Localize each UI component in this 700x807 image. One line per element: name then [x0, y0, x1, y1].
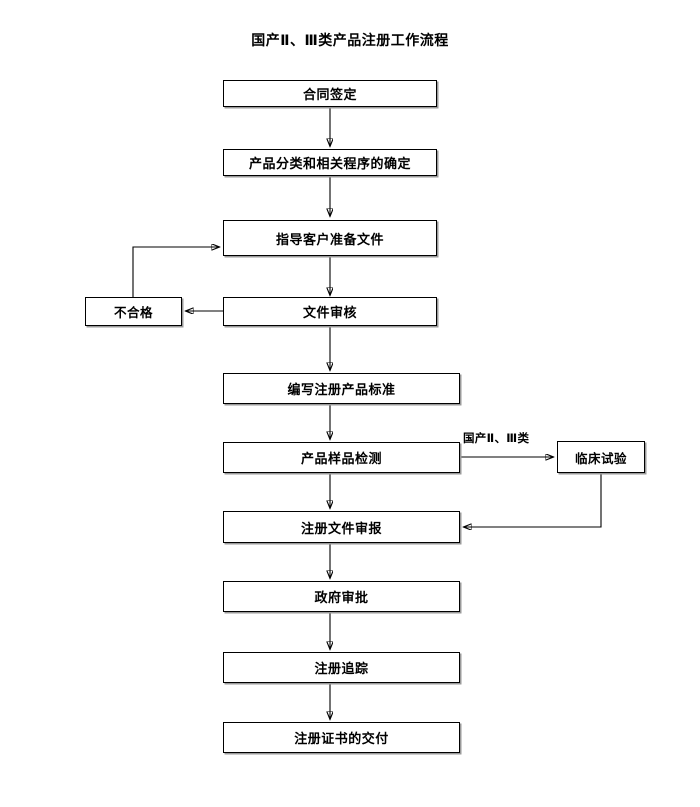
edge-clinical-submit — [464, 473, 602, 527]
node-classify[interactable]: 产品分类和相关程序的确定 — [223, 149, 437, 176]
node-review[interactable]: 文件审核 — [223, 297, 437, 326]
edge-unqualified-guide — [132, 247, 219, 297]
node-sample-test[interactable]: 产品样品检测 — [223, 442, 460, 473]
node-approval[interactable]: 政府审批 — [223, 581, 460, 612]
node-contract[interactable]: 合同签定 — [223, 80, 437, 107]
node-tracking[interactable]: 注册追踪 — [223, 652, 460, 683]
page-title: 国产Ⅱ、Ⅲ类产品注册工作流程 — [251, 33, 449, 49]
node-certificate[interactable]: 注册证书的交付 — [223, 722, 460, 753]
node-submit[interactable]: 注册文件审报 — [223, 511, 460, 543]
node-guide[interactable]: 指导客户准备文件 — [223, 220, 437, 256]
edge-label-domestic-class: 国产Ⅱ、Ⅲ类 — [463, 431, 530, 445]
node-clinical[interactable]: 临床试验 — [557, 441, 645, 473]
node-standard[interactable]: 编写注册产品标准 — [223, 373, 460, 404]
node-unqualified[interactable]: 不合格 — [85, 297, 182, 326]
